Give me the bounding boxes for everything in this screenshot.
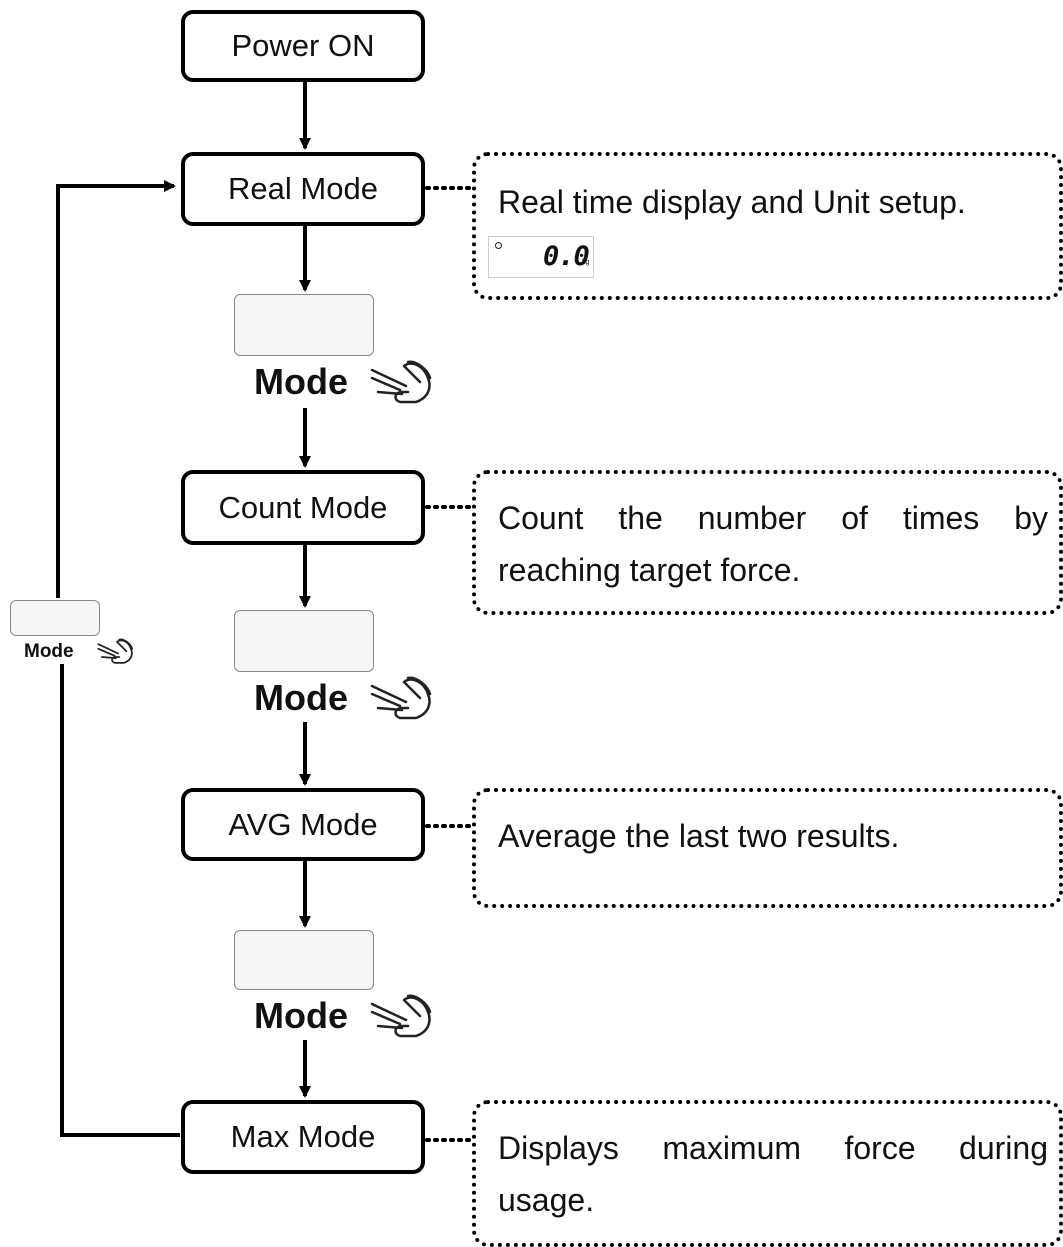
lcd-indicator-dot — [495, 242, 502, 249]
mode-button-3-label: Mode — [254, 995, 348, 1036]
avg-mode-note-text: Average the last two results. — [498, 818, 900, 854]
avg-mode-node: AVG Mode — [181, 788, 425, 861]
max-mode-label: Max Mode — [230, 1119, 376, 1154]
power-on-node: Power ON — [181, 10, 425, 82]
lcd-unit: kg — [582, 259, 590, 266]
count-mode-note-text: Count the number of times by reaching ta… — [498, 500, 1048, 588]
real-mode-node: Real Mode — [181, 152, 425, 226]
avg-mode-label: AVG Mode — [228, 806, 378, 842]
max-mode-node: Max Mode — [181, 1100, 425, 1174]
mode-button-1-label: Mode — [254, 361, 348, 402]
max-mode-note: Displays maximum force during usage. — [472, 1100, 1063, 1247]
mode-button-2-label: Mode — [254, 677, 348, 718]
max-mode-note-text: Displays maximum force during usage. — [498, 1130, 1048, 1218]
count-mode-node: Count Mode — [181, 470, 425, 545]
mode-button-3 — [234, 930, 374, 990]
mode-button-2 — [234, 610, 374, 672]
loop-back-line-top — [56, 180, 176, 598]
lcd-value: 0.0 — [543, 241, 590, 272]
count-mode-note: Count the number of times by reaching ta… — [472, 470, 1063, 615]
real-mode-note: Real time display and Unit setup. 0.0 kg — [472, 152, 1063, 300]
power-on-label: Power ON — [231, 28, 375, 63]
mode-button-1 — [234, 294, 374, 356]
real-mode-note-text: Real time display and Unit setup. — [498, 184, 966, 220]
loop-back-line-bottom — [60, 664, 180, 1137]
hand-pointer-icon — [97, 638, 134, 664]
mode-button-loop — [10, 600, 100, 636]
mode-button-loop-label: Mode — [24, 641, 74, 662]
hand-pointer-icon — [370, 360, 432, 404]
real-mode-label: Real Mode — [228, 171, 378, 206]
hand-pointer-icon — [370, 676, 432, 720]
avg-mode-note: Average the last two results. — [472, 788, 1063, 908]
count-mode-label: Count Mode — [218, 489, 388, 525]
lcd-display: 0.0 kg — [488, 236, 594, 278]
hand-pointer-icon — [370, 994, 432, 1038]
